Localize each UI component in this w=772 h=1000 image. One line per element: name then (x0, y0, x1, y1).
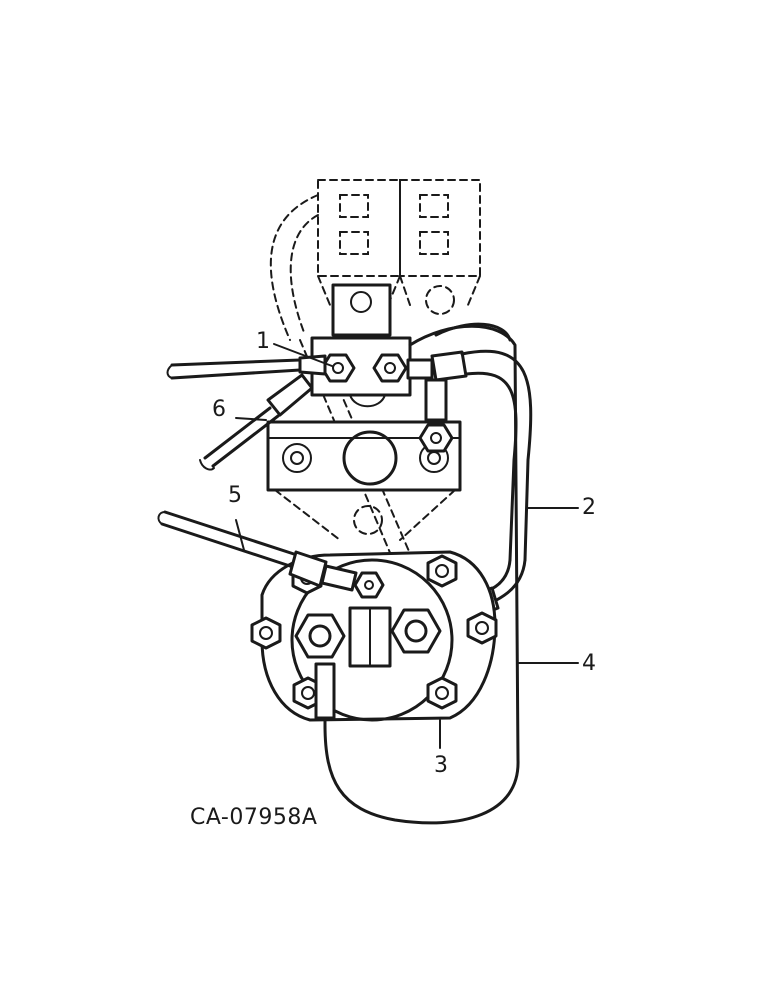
mounting-plate (310, 283, 412, 408)
callout-2: 2 (582, 495, 596, 520)
cable-6 (166, 354, 327, 471)
drawing-number: CA-07958A (190, 805, 317, 830)
lower-bracket (266, 420, 462, 492)
callout-3: 3 (434, 753, 448, 778)
cable-5 (157, 510, 358, 592)
callout-5: 5 (228, 483, 242, 508)
terminal-nut-left (320, 353, 356, 383)
callout-4: 4 (582, 651, 596, 676)
phantom-fuse-block (269, 179, 481, 341)
starter-solenoid (250, 550, 498, 722)
callout-leaders (235, 343, 579, 749)
callout-6: 6 (212, 397, 226, 422)
cable-4-lug (314, 662, 336, 730)
cable-4 (323, 322, 520, 825)
callout-1: 1 (256, 329, 270, 354)
terminal-nut-right (372, 353, 408, 383)
